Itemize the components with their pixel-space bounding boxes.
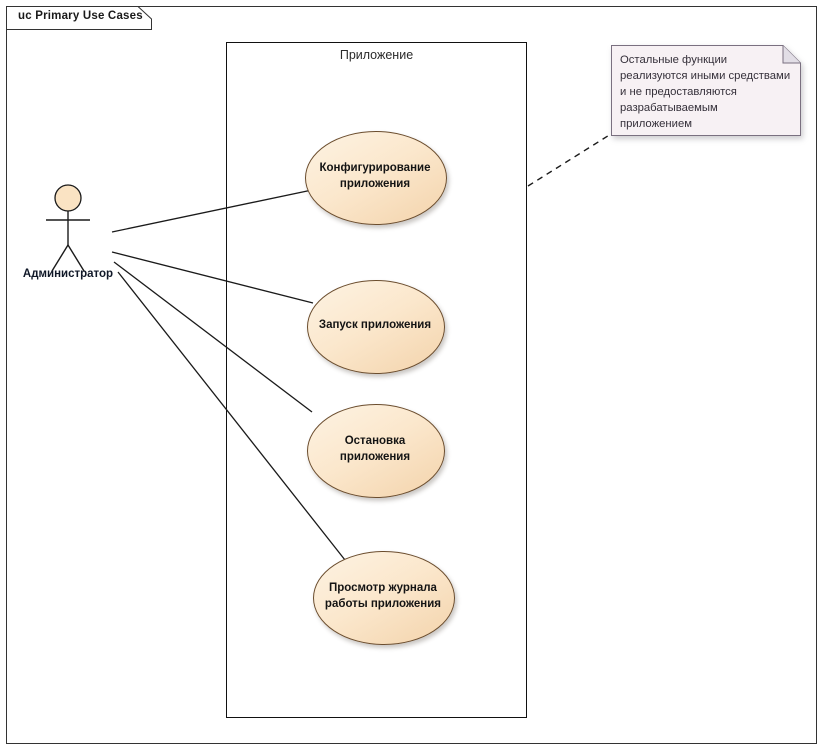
note-body-path <box>611 45 801 136</box>
use-case-start[interactable]: Запуск приложения <box>307 280 445 374</box>
frame-tab-label: uc Primary Use Cases <box>18 10 143 22</box>
use-case-ellipse-shape <box>305 131 447 225</box>
use-case-ellipse-shape <box>307 280 445 374</box>
note-shape <box>611 45 801 136</box>
use-case-label: Просмотр журнала работы приложения <box>324 582 442 610</box>
note-text: Остальные функции реализуются иными сред… <box>620 54 791 131</box>
use-case-configure[interactable]: Конфигурирование приложения <box>305 131 447 225</box>
use-case-ellipse-shape <box>313 551 455 645</box>
use-case-label: Запуск приложения <box>318 319 432 332</box>
system-boundary-label: Приложение <box>339 48 414 62</box>
use-case-view-log[interactable]: Просмотр журнала работы приложения <box>313 551 455 645</box>
use-case-label: Остановка приложения <box>339 435 411 463</box>
frame-name-tab: uc Primary Use Cases <box>6 6 152 30</box>
use-case-stop[interactable]: Остановка приложения <box>307 404 445 498</box>
use-case-label: Конфигурирование приложения <box>319 162 431 190</box>
diagram-note[interactable]: Остальные функции реализуются иными сред… <box>611 45 801 136</box>
note-folded-corner-icon <box>782 45 801 64</box>
frame-tab-shape <box>6 6 152 30</box>
use-case-ellipse-shape <box>307 404 445 498</box>
actor-administrator-label: Администратор <box>22 268 114 280</box>
